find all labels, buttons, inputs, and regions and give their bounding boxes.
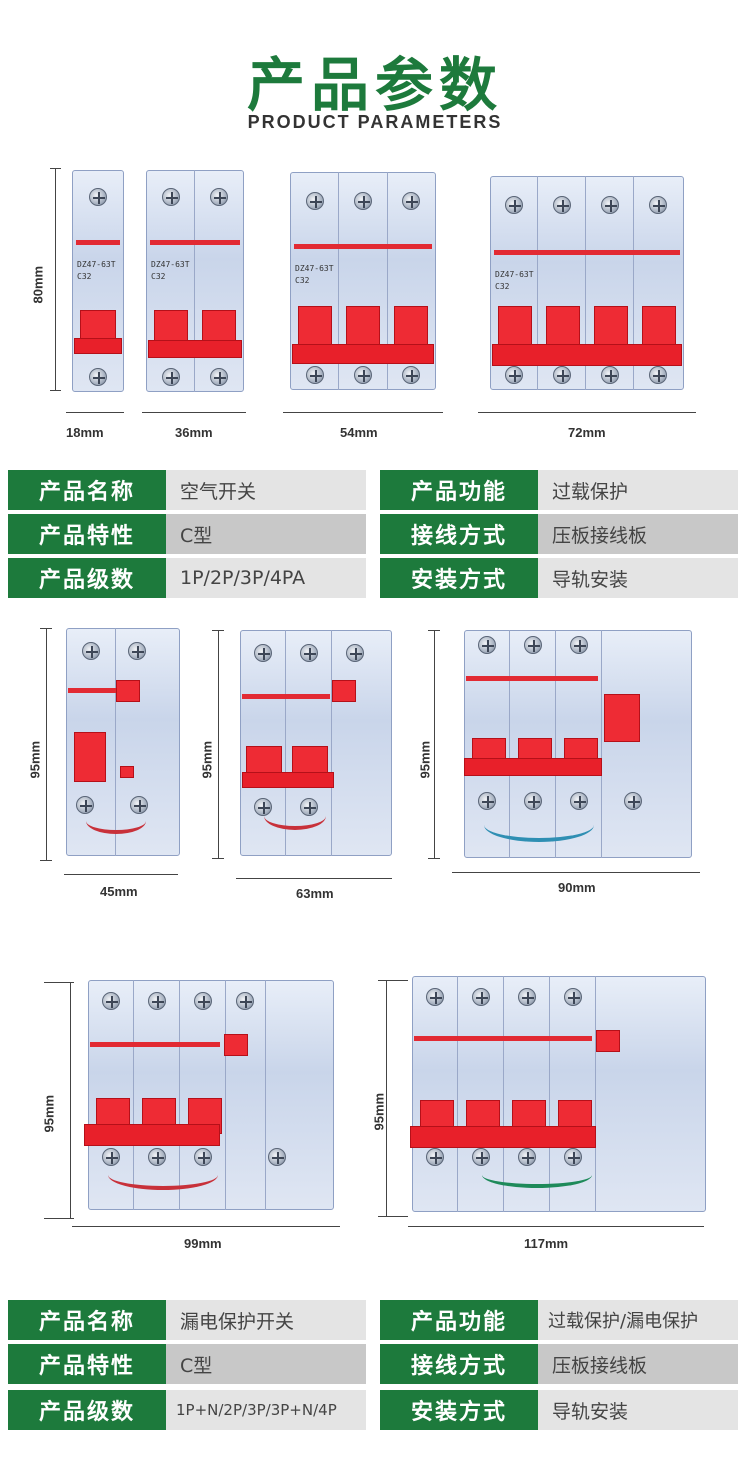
spec-label: 产品级数 <box>8 558 166 598</box>
width-label: 90mm <box>558 880 596 895</box>
height-label: 95mm <box>417 740 433 779</box>
height-dimension-line <box>434 630 435 858</box>
width-label: 63mm <box>296 886 334 901</box>
width-dimension-line <box>478 412 696 413</box>
spec-label: 产品级数 <box>8 1390 166 1430</box>
spec-label: 产品名称 <box>8 470 166 510</box>
spec-value: 漏电保护开关 <box>166 1300 366 1340</box>
width-dimension-line <box>283 412 443 413</box>
spec-label: 接线方式 <box>380 1344 538 1384</box>
dimension-cap <box>212 858 224 859</box>
spec-label: 产品功能 <box>380 470 538 510</box>
spec-label: 安装方式 <box>380 558 538 598</box>
dimension-cap <box>44 1218 74 1219</box>
height-label: 95mm <box>371 1092 387 1131</box>
rcbo-4p-image <box>410 976 706 1212</box>
dimension-cap <box>44 982 74 983</box>
dimension-cap <box>428 858 440 859</box>
dimension-cap <box>378 980 408 981</box>
spec-label: 产品特性 <box>8 514 166 554</box>
height-dimension-line <box>386 980 387 1216</box>
height-dimension-line <box>218 630 219 858</box>
spec-value: 过载保护/漏电保护 <box>538 1300 738 1340</box>
spec-label: 产品特性 <box>8 1344 166 1384</box>
width-label-3p: 54mm <box>340 425 378 440</box>
height-dimension-line <box>46 628 47 860</box>
width-dimension-line <box>64 874 178 875</box>
spec-value: 过载保护 <box>538 470 738 510</box>
dimension-cap <box>212 630 224 631</box>
width-label: 99mm <box>184 1236 222 1251</box>
spec-label: 产品功能 <box>380 1300 538 1340</box>
height-label: 95mm <box>27 740 43 779</box>
spec-value: C型 <box>166 514 366 554</box>
spec-label: 接线方式 <box>380 514 538 554</box>
spec-label: 安装方式 <box>380 1390 538 1430</box>
rcbo-2p-image <box>240 630 392 856</box>
width-label-4p: 72mm <box>568 425 606 440</box>
width-label: 117mm <box>524 1236 569 1251</box>
width-label-2p: 36mm <box>175 425 213 440</box>
dimension-cap <box>40 628 52 629</box>
height-label: 95mm <box>41 1094 57 1133</box>
width-label: 45mm <box>100 884 138 899</box>
height-dimension-line <box>55 168 56 390</box>
spec-label: 产品名称 <box>8 1300 166 1340</box>
spec-value: 导轨安装 <box>538 1390 738 1430</box>
rcbo-3p-image <box>464 630 692 858</box>
mcb-2p-image: DZ47-63T C32 <box>146 170 244 392</box>
mcb-3p-image: DZ47-63T C32 <box>290 172 436 390</box>
width-dimension-line <box>408 1226 704 1227</box>
width-dimension-line <box>72 1226 340 1227</box>
spec-value: 1P/2P/3P/4PA <box>166 558 366 598</box>
width-label-1p: 18mm <box>66 425 104 440</box>
height-label: 95mm <box>199 740 215 779</box>
page-subtitle: PRODUCT PARAMETERS <box>247 112 503 132</box>
spec-value: 导轨安装 <box>538 558 738 598</box>
mcb-4p-image: DZ47-63T C32 <box>490 176 684 390</box>
spec-value: 压板接线板 <box>538 1344 738 1384</box>
mcb-1p-image: DZ47-63T C32 <box>72 170 124 392</box>
width-dimension-line <box>142 412 246 413</box>
width-dimension-line <box>236 878 392 879</box>
dimension-cap <box>50 168 61 169</box>
height-dimension-line <box>70 982 71 1218</box>
rcbo-3pn-image <box>84 980 334 1210</box>
spec-value: 压板接线板 <box>538 514 738 554</box>
spec-value: C型 <box>166 1344 366 1384</box>
spec-value: 1P+N/2P/3P/3P+N/4P <box>166 1390 366 1430</box>
page-title: 产品参数 <box>246 51 503 119</box>
width-dimension-line <box>66 412 124 413</box>
height-label: 80mm <box>30 265 46 304</box>
dimension-cap <box>50 390 61 391</box>
dimension-cap <box>40 860 52 861</box>
dimension-cap <box>378 1216 408 1217</box>
dimension-cap <box>428 630 440 631</box>
rcbo-1pn-image <box>66 628 180 856</box>
width-dimension-line <box>452 872 700 873</box>
spec-value: 空气开关 <box>166 470 366 510</box>
